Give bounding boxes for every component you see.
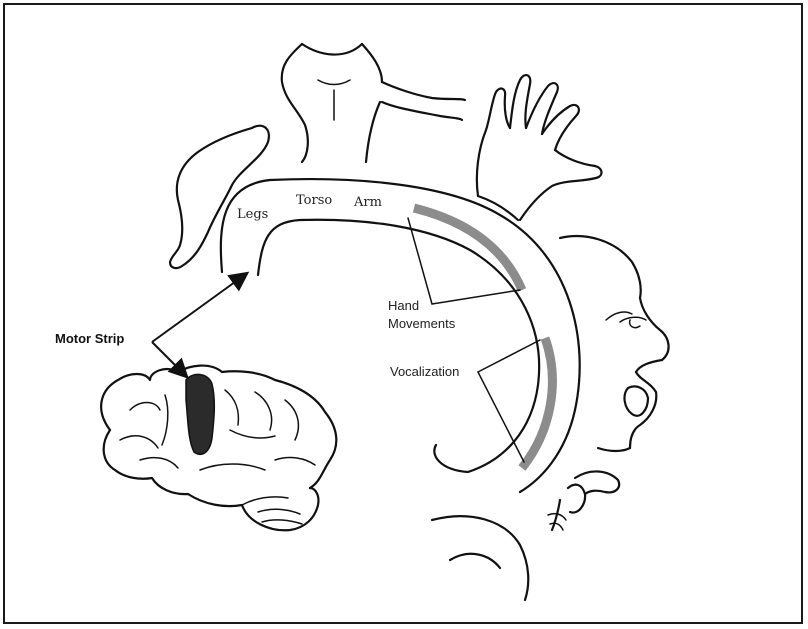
brain-icon xyxy=(101,366,336,531)
motor-strip-label: Motor Strip xyxy=(55,331,124,346)
leg-icon xyxy=(170,126,269,268)
torso-icon xyxy=(282,44,465,162)
torso-label: Torso xyxy=(296,193,332,208)
motor-strip-arc xyxy=(221,179,580,492)
hand-label-line1: Hand xyxy=(388,298,419,313)
hand-label-line2: Movements xyxy=(388,316,456,331)
legs-label: Legs xyxy=(237,207,268,222)
motor-strip-arrows xyxy=(152,274,246,376)
face-icon xyxy=(560,236,669,451)
lower-arc xyxy=(432,516,528,600)
larynx-icon xyxy=(548,471,619,530)
lower-arc-inner xyxy=(450,554,500,568)
vocalization-pointer-lines xyxy=(478,340,540,462)
vocalization-label: Vocalization xyxy=(390,364,459,379)
hand-icon xyxy=(477,75,602,220)
arm-label: Arm xyxy=(353,195,382,210)
motor-strip-highlight xyxy=(186,374,214,454)
vocalization-region-band xyxy=(522,338,552,468)
